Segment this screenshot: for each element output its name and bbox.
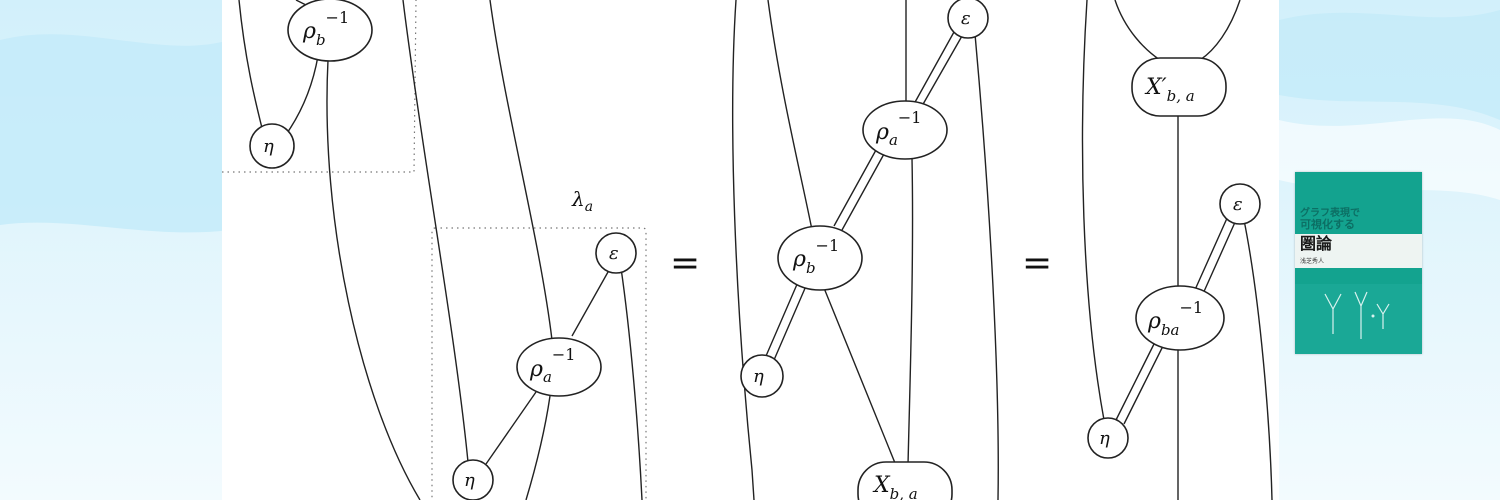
eta-label: η (753, 366, 764, 387)
epsilon-node (947, 0, 989, 39)
eta-node (740, 354, 784, 398)
double-wire (833, 149, 885, 231)
wire (489, 0, 553, 341)
book-title-line3: 圏論 (1300, 234, 1333, 253)
wire (1081, 0, 1105, 421)
rho-b-inverse-node (287, 0, 373, 62)
wire (1114, 0, 1161, 61)
wire (732, 0, 755, 500)
wire (1199, 0, 1241, 61)
rho-a-inverse-label: ρa−1 (529, 345, 575, 386)
x-ba-node (857, 461, 953, 500)
eta-label: η (464, 470, 475, 491)
book-cover[interactable]: グラフ表現で 可視化する 圏論 浅芝秀人 (1295, 172, 1422, 354)
wire (402, 0, 469, 463)
equals-sign: = (670, 243, 700, 284)
wire (907, 157, 914, 466)
rho-b-inverse-label: ρb−1 (792, 236, 839, 277)
eta-node (452, 459, 494, 500)
cover-bottom (1295, 284, 1422, 354)
rho-b-inverse-node (777, 225, 863, 291)
wire (823, 287, 896, 464)
x-ba-label: Xb, a (872, 473, 918, 500)
book-title-line1: グラフ表現で (1300, 208, 1360, 219)
cover-stripe (1295, 268, 1422, 284)
x-prime-ba-node (1131, 57, 1227, 117)
book-author: 浅芝秀人 (1300, 258, 1325, 265)
rho-b-inverse-label: ρb−1 (302, 8, 349, 49)
wire (974, 33, 999, 500)
wire (571, 271, 609, 337)
epsilon-label: ε (1233, 194, 1243, 215)
cover-string-diagram-icon (1324, 291, 1390, 339)
wire (238, 0, 263, 129)
wire (620, 267, 643, 500)
rho-a-inverse-node (516, 337, 602, 397)
epsilon-label: ε (961, 8, 971, 29)
equals-sign: = (1022, 243, 1052, 284)
rho-ba-inverse-node (1135, 285, 1225, 351)
epsilon-label: ε (609, 243, 619, 264)
wire (326, 59, 421, 500)
epsilon-node (595, 232, 637, 274)
lambda-a-label: λa (571, 187, 593, 215)
wire (767, 0, 813, 231)
x-prime-ba-label: X′b, a (1144, 75, 1195, 105)
eta-label: η (263, 136, 274, 157)
eta-node (249, 123, 295, 169)
book-title-line2: 可視化する (1300, 218, 1355, 231)
rho-a-inverse-node (862, 100, 948, 160)
wire (485, 391, 537, 465)
cover-band (1295, 172, 1422, 234)
double-wire (1115, 339, 1165, 425)
string-diagram: ρb−1 η λa ε ρa−1 η = ε ρa−1 ρb−1 η Xb, a… (222, 0, 1273, 500)
eta-node (1087, 417, 1129, 459)
eta-label: η (1099, 428, 1110, 449)
wire (1243, 219, 1273, 500)
double-wire (765, 281, 807, 361)
rho-a-inverse-label: ρa−1 (875, 108, 921, 149)
double-wire (1193, 215, 1237, 297)
wire (525, 395, 551, 500)
wire (284, 55, 319, 137)
epsilon-node (1219, 183, 1261, 225)
rho-ba-inverse-label: ρba−1 (1147, 298, 1203, 339)
double-wire (913, 31, 963, 107)
